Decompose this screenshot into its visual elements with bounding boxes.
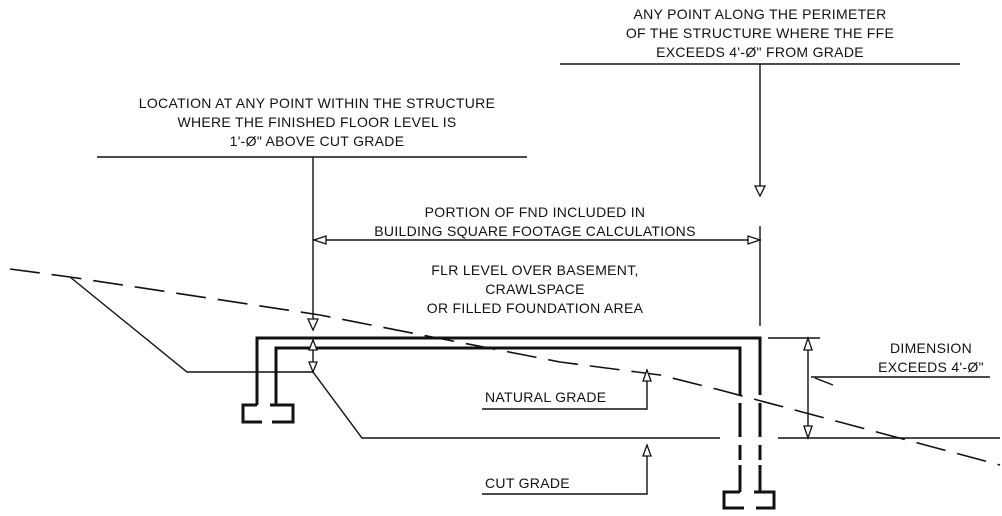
floor-note: FLR LEVEL OVER BASEMENT, CRAWLSPACE OR F… bbox=[427, 262, 644, 316]
height-dim-down-arrow-icon bbox=[803, 425, 813, 441]
perimeter-note-line-3: EXCEEDS 4'-Ø" FROM GRADE bbox=[656, 44, 864, 60]
dimension-note-leader bbox=[814, 377, 834, 386]
height-dimension: DIMENSION EXCEEDS 4'-Ø" bbox=[768, 335, 990, 441]
floor-note-line-2: CRAWLSPACE bbox=[485, 281, 584, 297]
perimeter-note-line-1: ANY POINT ALONG THE PERIMETER bbox=[634, 6, 887, 22]
natural-grade-line bbox=[9, 268, 1001, 466]
portion-left-arrow-icon bbox=[311, 235, 327, 245]
floor-above-cut-dimension bbox=[308, 338, 318, 374]
floor-above-cut-up-arrow-icon bbox=[308, 338, 318, 351]
right-footing-inner bbox=[754, 490, 776, 510]
portion-note-line-2: BUILDING SQUARE FOOTAGE CALCULATIONS bbox=[374, 223, 695, 239]
cut-grade-arrow-icon bbox=[642, 443, 652, 457]
natural-grade-leader bbox=[482, 370, 648, 410]
dimension-note-line-2: EXCEEDS 4'-Ø" bbox=[878, 359, 984, 375]
portion-dimension: PORTION OF FND INCLUDED IN BUILDING SQUA… bbox=[311, 204, 763, 326]
floor-note-line-3: OR FILLED FOUNDATION AREA bbox=[427, 300, 644, 316]
natural-grade-arrow-icon bbox=[642, 368, 652, 382]
location-note-line-3: 1'-Ø" ABOVE CUT GRADE bbox=[230, 133, 405, 149]
dimension-note-line-1: DIMENSION bbox=[890, 340, 972, 356]
perimeter-note: ANY POINT ALONG THE PERIMETER OF THE STR… bbox=[560, 6, 960, 198]
perimeter-leader-arrow-icon bbox=[753, 185, 767, 198]
floor-above-cut-down-arrow-icon bbox=[308, 361, 318, 374]
right-footing-outer bbox=[722, 490, 744, 510]
portion-note-line-1: PORTION OF FND INCLUDED IN bbox=[425, 204, 646, 220]
cut-grade-callout: CUT GRADE bbox=[482, 443, 652, 495]
left-footing-inner bbox=[270, 403, 295, 424]
natural-grade-label: NATURAL GRADE bbox=[485, 389, 606, 405]
portion-right-arrow-icon bbox=[747, 235, 763, 245]
cut-grade-leader bbox=[482, 445, 648, 495]
inner-wall bbox=[274, 346, 742, 405]
location-leader-arrow-icon bbox=[306, 318, 320, 332]
cut-grade-label: CUT GRADE bbox=[485, 475, 570, 491]
foundation-structure bbox=[241, 336, 776, 510]
left-footing-outer bbox=[241, 403, 262, 424]
location-note-line-1: LOCATION AT ANY POINT WITHIN THE STRUCTU… bbox=[139, 95, 495, 111]
perimeter-note-line-2: OF THE STRUCTURE WHERE THE FFE bbox=[626, 25, 894, 41]
natural-grade-callout: NATURAL GRADE bbox=[482, 368, 652, 410]
height-dim-up-arrow-icon bbox=[803, 335, 813, 351]
location-note-line-2: WHERE THE FINISHED FLOOR LEVEL IS bbox=[177, 114, 456, 130]
outer-wall bbox=[255, 336, 762, 405]
floor-note-line-1: FLR LEVEL OVER BASEMENT, bbox=[431, 262, 638, 278]
location-note: LOCATION AT ANY POINT WITHIN THE STRUCTU… bbox=[97, 95, 527, 332]
